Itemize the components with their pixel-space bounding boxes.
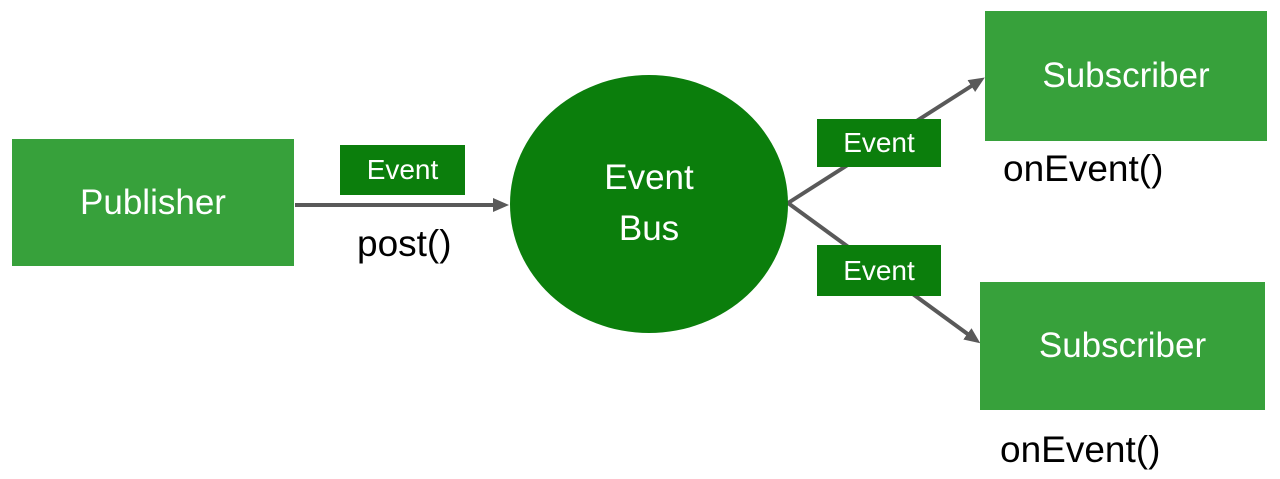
event-bus-node: Event Bus	[510, 75, 788, 333]
subscriber-label: Subscriber	[1038, 326, 1207, 365]
event-label-to-subscriber-bottom: Event	[817, 245, 941, 296]
publisher-node: Publisher	[12, 139, 294, 266]
event-label-text: Event	[843, 127, 915, 158]
subscriber-bottom-node: Subscriber	[980, 282, 1265, 410]
event-label-to-subscriber-top: Event	[817, 119, 941, 167]
subscriber-label: Subscriber	[1042, 56, 1210, 95]
post-method-label: post()	[357, 223, 452, 264]
event-label-to-bus: Event	[340, 145, 465, 195]
onevent-method-label-bottom: onEvent()	[1000, 429, 1161, 470]
publisher-label: Publisher	[80, 182, 226, 222]
onevent-method-label-top: onEvent()	[1003, 148, 1164, 189]
subscriber-top-node: Subscriber	[985, 11, 1267, 141]
event-label-text: Event	[366, 154, 439, 185]
event-bus-label-line2: Bus	[618, 209, 680, 248]
event-label-text: Event	[843, 254, 915, 286]
event-bus-label-line1: Event	[604, 158, 694, 198]
